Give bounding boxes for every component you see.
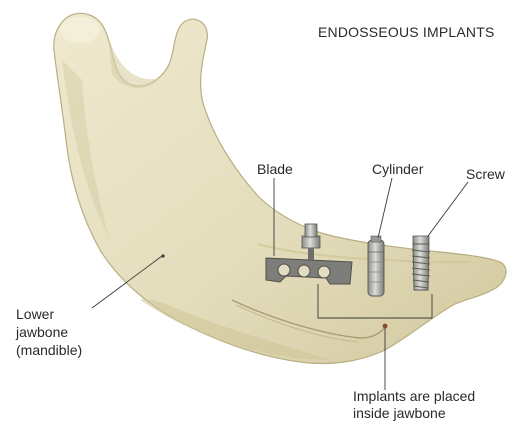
screw-label: Screw — [466, 166, 505, 183]
implants-placed-label-line: inside jawbone — [353, 405, 475, 422]
condyle-highlight — [60, 17, 100, 43]
screw-implant — [412, 236, 430, 290]
cylinder-implant — [368, 236, 384, 296]
mandible-leader-dot — [161, 254, 164, 257]
lower-jawbone-label-line: Lower — [16, 305, 82, 323]
implants-placed-label-line: Implants are placed — [353, 388, 475, 405]
screw-leader — [428, 182, 468, 236]
lower-jawbone-label-line: (mandible) — [16, 341, 82, 359]
lower-jawbone-label-line: jawbone — [16, 323, 82, 341]
blade-label: Blade — [257, 161, 293, 178]
lower-jawbone-label: Lower jawbone (mandible) — [16, 305, 82, 359]
cylinder-label: Cylinder — [372, 161, 423, 178]
figure-title: ENDOSSEOUS IMPLANTS — [318, 24, 495, 41]
implants-placed-label: Implants are placed inside jawbone — [353, 388, 475, 422]
cylinder-leader — [378, 178, 392, 238]
implants-leader-dot — [383, 324, 388, 329]
